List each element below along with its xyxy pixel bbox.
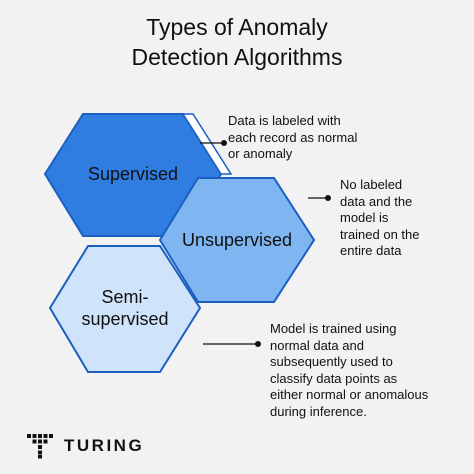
desc-unsupervised-line-1: No labeled (340, 177, 403, 192)
desc-semi-line-4: classify data points as (270, 370, 398, 386)
desc-unsupervised-line-2: data and the (340, 193, 413, 209)
title-line-2: Detection Algorithms (131, 44, 343, 70)
desc-semi-line-5: either normal or anomalous (270, 387, 429, 402)
desc-supervised-line-1: Data is labeled with (228, 113, 341, 128)
connector-semi-supervised (203, 341, 261, 347)
connector-supervised (200, 140, 227, 146)
desc-unsupervised-line-3: model is (340, 210, 389, 225)
diagram-title: Types of Anomaly Detection Algorithms (0, 12, 474, 72)
desc-semi-line-6: during inference. (270, 403, 367, 419)
label-semi-line-2: supervised (81, 309, 169, 329)
turing-brand: TURING (26, 432, 144, 460)
hexagon-semi-supervised (48, 245, 202, 373)
label-semi-line-1: Semi- (101, 287, 149, 307)
brand-name: TURING (64, 436, 145, 455)
hexagon-unsupervised (158, 177, 316, 303)
turing-logo-icon (27, 434, 53, 459)
label-semi-supervised: Semi- supervised (50, 286, 200, 330)
hexagon-supervised-edge (181, 113, 233, 175)
label-unsupervised: Unsupervised (160, 229, 314, 251)
description-supervised: Data is labeled with each record as norm… (228, 113, 357, 163)
desc-unsupervised-line-4: trained on the (340, 226, 420, 242)
title-line-1: Types of Anomaly (146, 14, 328, 40)
description-unsupervised: No labeled data and the model is trained… (340, 177, 420, 260)
desc-semi-line-1: Model is trained using (270, 321, 397, 336)
desc-semi-line-3: subsequently used to (270, 354, 393, 369)
desc-supervised-line-2: each record as normal (228, 129, 358, 145)
desc-semi-line-2: normal data and (270, 337, 364, 353)
label-unsupervised-line-1: Unsupervised (181, 230, 293, 250)
label-supervised: Supervised (45, 163, 221, 185)
desc-unsupervised-line-5: entire data (340, 243, 402, 258)
label-supervised-line-1: Supervised (87, 164, 179, 184)
connector-unsupervised (308, 195, 331, 201)
desc-supervised-line-3: or anomaly (228, 146, 293, 161)
description-semi-supervised: Model is trained using normal data and s… (270, 321, 428, 420)
